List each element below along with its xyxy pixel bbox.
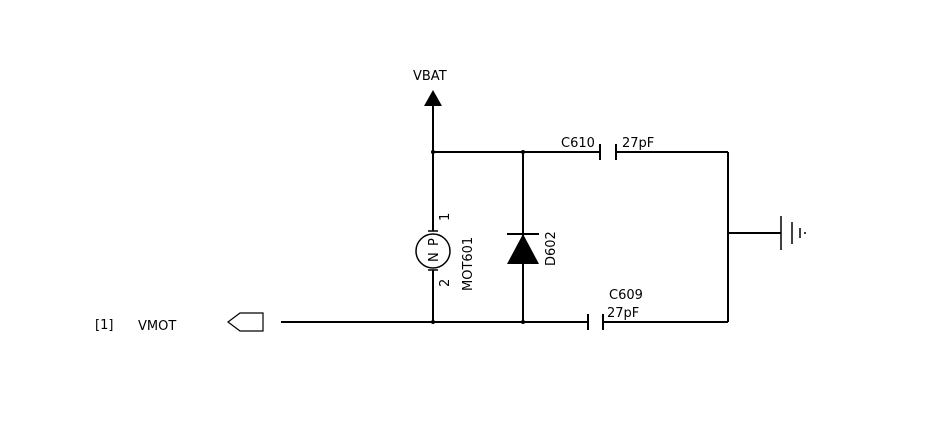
vmot-net-label: VMOT xyxy=(138,319,176,334)
capacitor-c609 xyxy=(587,314,604,330)
motor-letter-p: P xyxy=(427,238,442,246)
vbat-label: VBAT xyxy=(413,69,447,84)
vbat-arrow-icon xyxy=(424,90,442,106)
diode-d602 xyxy=(507,233,539,264)
ground-icon xyxy=(780,216,806,250)
junction-dot xyxy=(521,150,525,154)
net-ref-label: [1] xyxy=(95,318,113,333)
motor-pin2-label: 2 xyxy=(438,279,453,287)
c610-value-label: 27pF xyxy=(622,136,654,151)
motor-ref-label: MOT601 xyxy=(461,237,476,291)
capacitor-c610 xyxy=(599,144,617,160)
diode-ref-label: D602 xyxy=(544,231,559,266)
motor-letter-n: N xyxy=(427,252,442,262)
motor-pin1-label: 1 xyxy=(438,213,453,221)
junction-dot xyxy=(431,320,435,324)
junction-dot xyxy=(521,320,525,324)
motor-mot601: N P xyxy=(415,230,451,271)
c609-ref-label: C609 xyxy=(609,288,643,303)
c610-ref-label: C610 xyxy=(561,136,595,151)
vmot-port-symbol xyxy=(227,312,264,332)
c609-value-label: 27pF xyxy=(607,306,639,321)
junction-dot xyxy=(431,150,435,154)
